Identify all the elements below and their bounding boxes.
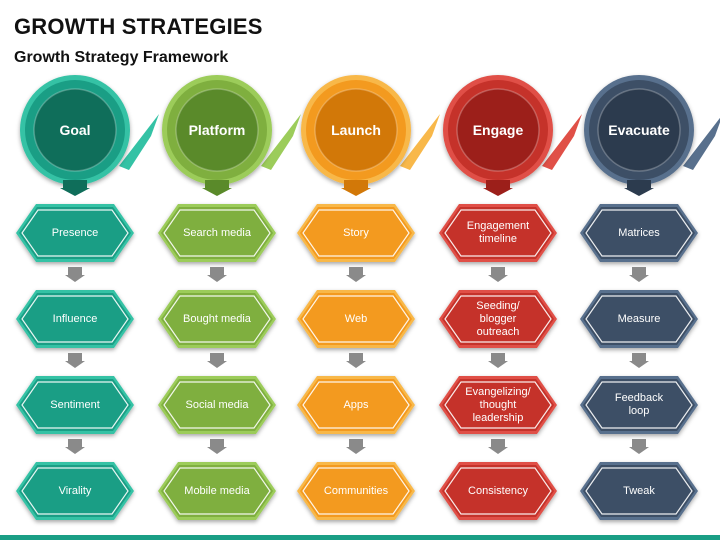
bubble-core-4: [597, 88, 681, 172]
hex-step-1-3: [161, 465, 273, 517]
bubble-tail-1: [261, 114, 301, 170]
column-title: Engage: [472, 122, 524, 138]
hex-inner-line-4-1: [585, 295, 693, 343]
hex-step-4-2: [583, 379, 695, 431]
step-arrow-1-2: [207, 439, 227, 454]
hex-inner-line-2-1: [302, 295, 410, 343]
hex-step-4-0: [583, 207, 695, 259]
hex-inner-line-1-2: [163, 381, 271, 429]
hex-step-0-0: [19, 207, 131, 259]
hex-label: Story: [343, 226, 369, 239]
hex-step-2-3: [300, 465, 412, 517]
step-arrow-0-0: [65, 267, 85, 282]
step-arrow-4-1: [629, 353, 649, 368]
hex-label: Evangelizing/ thought leadership: [465, 385, 531, 424]
step-arrow-3-1: [488, 353, 508, 368]
hex-inner-line-0-1: [21, 295, 129, 343]
hex-label: Tweak: [623, 484, 655, 497]
hex-step-2-0: [300, 207, 412, 259]
head-arrow-3: [483, 180, 513, 196]
page-subtitle: Growth Strategy Framework: [14, 49, 229, 66]
hex-step-1-0: [161, 207, 273, 259]
column-title: Evacuate: [608, 122, 670, 138]
hex-label: Engagement timeline: [466, 220, 530, 245]
head-arrow-2: [341, 180, 371, 196]
hex-step-3-1: [442, 293, 554, 345]
head-arrow-4: [624, 180, 654, 196]
hex-inner-line-2-0: [302, 209, 410, 257]
hex-inner-line-4-2: [585, 381, 693, 429]
step-arrow-0-2: [65, 439, 85, 454]
head-arrow-1: [202, 180, 232, 196]
hex-label: Presence: [51, 226, 99, 239]
bubble-tail-2: [400, 114, 440, 170]
hex-label: Apps: [343, 398, 369, 411]
hex-label: Bought media: [183, 312, 251, 325]
step-arrow-3-0: [488, 267, 508, 282]
bottom-accent-bar: [0, 535, 720, 540]
hex-label: Matrices: [618, 226, 660, 239]
bubble-core-1: [175, 88, 259, 172]
bubble-tail-0: [119, 114, 159, 170]
hex-step-1-1: [161, 293, 273, 345]
column-title: Platform: [188, 122, 246, 138]
hex-step-3-2: [442, 379, 554, 431]
hex-inner-line-1-0: [163, 209, 271, 257]
hex-step-3-0: [442, 207, 554, 259]
head-arrow-0: [60, 180, 90, 196]
hex-inner-line-3-3: [444, 467, 552, 515]
hex-step-3-3: [442, 465, 554, 517]
hex-label: Web: [344, 312, 368, 325]
bubble-core-2: [314, 88, 398, 172]
step-arrow-2-1: [346, 353, 366, 368]
step-arrow-2-2: [346, 439, 366, 454]
step-arrow-2-0: [346, 267, 366, 282]
step-arrow-1-0: [207, 267, 227, 282]
hex-inner-line-0-0: [21, 209, 129, 257]
step-arrow-4-0: [629, 267, 649, 282]
hex-inner-line-4-3: [585, 467, 693, 515]
hex-step-0-2: [19, 379, 131, 431]
hex-label: Sentiment: [50, 398, 100, 411]
hex-inner-line-0-2: [21, 381, 129, 429]
hex-label: Measure: [617, 312, 661, 325]
hex-inner-line-2-2: [302, 381, 410, 429]
hex-inner-line-1-1: [163, 295, 271, 343]
page-title: GROWTH STRATEGIES: [14, 14, 263, 39]
bubble-tail-4: [683, 117, 720, 170]
step-arrow-4-2: [629, 439, 649, 454]
hex-label: Social media: [185, 398, 249, 411]
hex-inner-line-3-1: [444, 295, 552, 343]
step-arrow-3-2: [488, 439, 508, 454]
hex-inner-line-1-3: [163, 467, 271, 515]
hex-label: Consistency: [468, 484, 528, 497]
hex-label: Seeding/ blogger outreach: [476, 299, 520, 338]
bubble-core-3: [456, 88, 540, 172]
step-arrow-1-1: [207, 353, 227, 368]
hex-inner-line-3-2: [444, 381, 552, 429]
hex-step-2-2: [300, 379, 412, 431]
hex-inner-line-3-0: [444, 209, 552, 257]
hex-label: Virality: [58, 484, 92, 497]
hex-label: Mobile media: [184, 484, 250, 497]
hex-step-4-3: [583, 465, 695, 517]
hex-inner-line-0-3: [21, 467, 129, 515]
hex-label: Communities: [323, 484, 389, 497]
step-arrow-0-1: [65, 353, 85, 368]
hex-label: Feedback loop: [614, 392, 664, 417]
hex-step-1-2: [161, 379, 273, 431]
hex-step-0-3: [19, 465, 131, 517]
hex-inner-line-2-3: [302, 467, 410, 515]
hex-step-4-1: [583, 293, 695, 345]
hex-step-0-1: [19, 293, 131, 345]
bubble-tail-3: [542, 114, 582, 170]
hex-step-2-1: [300, 293, 412, 345]
column-title: Goal: [59, 122, 91, 138]
column-title: Launch: [331, 122, 381, 138]
hex-inner-line-4-0: [585, 209, 693, 257]
bubble-core-0: [33, 88, 117, 172]
hex-label: Search media: [183, 226, 251, 239]
hex-label: Influence: [52, 312, 98, 325]
